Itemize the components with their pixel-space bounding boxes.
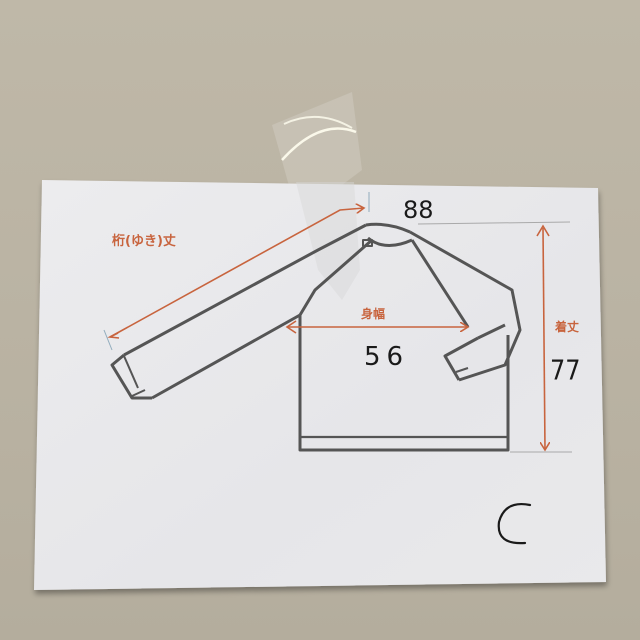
body-width-label: 身幅 xyxy=(361,306,385,321)
garment-diagram xyxy=(110,222,522,452)
sleeve-length-value: 88 xyxy=(403,196,434,224)
body-length-value: 77 xyxy=(550,355,581,387)
body-width-value: 56 xyxy=(364,342,409,372)
tape-lower xyxy=(296,182,360,300)
body-length-arrow xyxy=(543,227,545,450)
dimension-arrows xyxy=(107,208,549,450)
sleeve-length-label: 桁(ゆき)丈 xyxy=(112,233,176,249)
paper-sheet xyxy=(34,180,606,590)
sleeve-length-arrow xyxy=(109,208,364,338)
guide-lines xyxy=(103,192,572,453)
code-letter-c xyxy=(497,503,532,545)
body-length-label: 着丈 xyxy=(554,319,579,334)
